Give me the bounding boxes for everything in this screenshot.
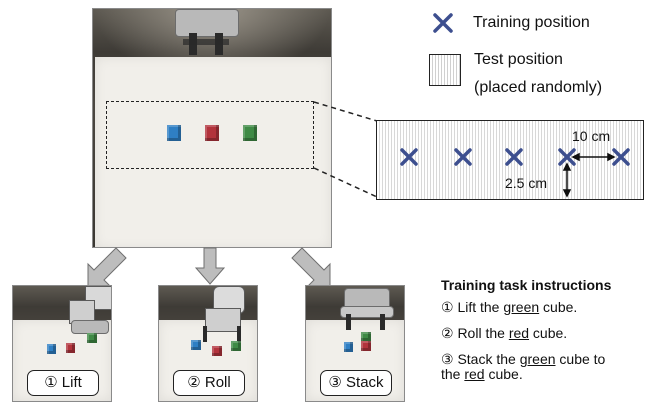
robot-finger-right (237, 326, 241, 342)
robot-gripper-top (175, 9, 239, 37)
training-position-x-icon (400, 148, 418, 166)
legend-training-label: Training position (473, 14, 590, 31)
blue-cube (344, 342, 353, 352)
horizontal-spacing-label: 10 cm (572, 128, 611, 144)
blue-cube (191, 340, 201, 350)
training-markers (400, 148, 630, 166)
instruction-lift: ① Lift the green cube. (441, 300, 577, 315)
zoom-connector-bottom (313, 167, 378, 198)
instruction-text: ③ Stack the (441, 351, 520, 367)
measurement-arrows (562, 152, 616, 198)
arrow-to-roll (194, 247, 226, 285)
red-cube (66, 343, 75, 353)
zoom-region-outline (106, 101, 314, 169)
instruction-text: cube. (529, 325, 568, 341)
training-positions-plot (400, 148, 630, 198)
training-position-x-icon (454, 148, 472, 166)
instruction-color-word: green (503, 299, 540, 315)
blue-cube (167, 125, 181, 141)
legend-test-label: Test position (474, 51, 563, 68)
training-position-x-icon (505, 148, 523, 166)
instruction-color-word: red (508, 325, 530, 341)
main-scene-render (92, 8, 332, 248)
instruction-text: cube. (484, 366, 523, 382)
instructions-title: Training task instructions (441, 277, 612, 293)
training-position-x-icon (433, 13, 453, 33)
green-cube (361, 332, 371, 341)
arrow-head-right (607, 152, 616, 162)
instruction-color-word: red (464, 366, 485, 382)
robot-bracket (183, 39, 229, 45)
roll-task-scene: ② Roll (158, 285, 258, 402)
training-position-x-icon (558, 148, 576, 166)
instruction-text: cube to (555, 351, 606, 367)
blue-cube (47, 344, 56, 354)
arrow-head-left (571, 152, 580, 162)
zoom-connector-top (313, 101, 378, 122)
instruction-text: ① Lift the (441, 299, 504, 315)
legend-test-sublabel: (placed randomly) (474, 79, 603, 96)
instruction-text: ② Roll the (441, 325, 509, 341)
training-position-x-icon (612, 148, 630, 166)
instruction-roll: ② Roll the red cube. (441, 326, 567, 341)
red-cube (205, 125, 219, 141)
red-cube (361, 341, 371, 351)
robot-gripper (71, 320, 109, 334)
red-cube (212, 346, 222, 356)
robot-finger-left (203, 326, 207, 342)
green-cube (87, 333, 97, 343)
table-surface (95, 57, 331, 247)
arrow-to-stack (291, 247, 331, 287)
stack-task-scene: ③ Stack (305, 285, 405, 402)
arrow-to-lift (87, 247, 127, 287)
instruction-stack-continued: the red cube. (441, 367, 523, 382)
roll-task-label: ② Roll (173, 370, 245, 396)
instruction-stack: ③ Stack the green cube to (441, 352, 605, 367)
lift-task-label: ① Lift (27, 370, 99, 396)
instruction-text: cube. (539, 299, 578, 315)
robot-wrist (205, 308, 241, 332)
robot-finger-right (380, 314, 385, 330)
lift-task-scene: ① Lift (12, 285, 112, 402)
stack-task-label: ③ Stack (320, 370, 392, 396)
instruction-text: the (441, 366, 465, 382)
instruction-color-word: green (519, 351, 556, 367)
green-cube (231, 341, 241, 351)
arrow-head-down (562, 189, 572, 198)
green-cube (243, 125, 257, 141)
arrow-head-up (562, 162, 572, 171)
vertical-spacing-label: 2.5 cm (505, 175, 548, 191)
robot-finger-left (346, 314, 351, 330)
test-position-swatch-icon (429, 54, 461, 86)
